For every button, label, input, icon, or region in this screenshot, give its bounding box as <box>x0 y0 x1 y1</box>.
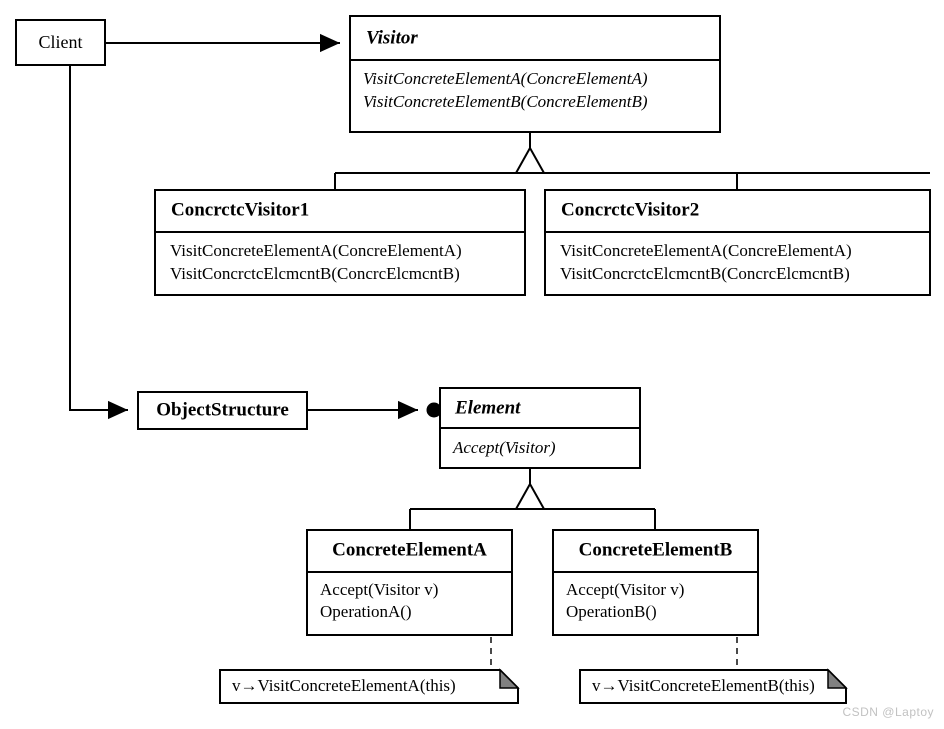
class-box-concrete-visitor-2[interactable]: ConcrctcVisitor2 VisitConcreteElementA(C… <box>544 189 931 296</box>
connector-client-to-objectstructure <box>69 65 128 420</box>
class-name-client: Client <box>39 32 83 52</box>
class-box-visitor[interactable]: Visitor VisitConcreteElementA(ConcreElem… <box>349 15 721 133</box>
class-name-object-structure: ObjectStructure <box>156 399 289 420</box>
class-member: VisitConcrctcElcmcntB(ConcrcElcmcntB) <box>170 264 460 283</box>
class-member: OperationB() <box>566 602 657 621</box>
class-member: VisitConcrctcElcmcntB(ConcrcElcmcntB) <box>560 264 850 283</box>
connector-generalization-element <box>409 468 656 530</box>
class-box-client[interactable]: Client <box>15 19 106 66</box>
inheritance-triangle-visitor <box>514 145 546 174</box>
note-a[interactable]: v→VisitConcreteElementA(this) <box>219 668 520 704</box>
class-member: VisitConcreteElementA(ConcreElementA) <box>560 241 852 260</box>
class-box-visitor-frame <box>349 15 721 133</box>
class-box-concrete-element-a[interactable]: ConcreteElementA Accept(Visitor v) Opera… <box>306 529 513 636</box>
class-name-concrete-visitor-1: ConcrctcVisitor1 <box>171 199 309 220</box>
connector-objectstructure-to-element <box>307 400 442 420</box>
class-name-element: Element <box>454 397 521 418</box>
class-box-object-structure[interactable]: ObjectStructure <box>137 391 308 430</box>
class-box-concrete-visitor-1[interactable]: ConcrctcVisitor1 VisitConcreteElementA(C… <box>154 189 526 296</box>
class-box-concrete-element-b-frame <box>552 529 759 636</box>
class-member: VisitConcreteElementB(ConcreElementB) <box>363 92 648 111</box>
note-b-text: v→VisitConcreteElementB(this) <box>592 676 815 695</box>
class-name-concrete-visitor-2: ConcrctcVisitor2 <box>561 199 699 220</box>
class-box-element[interactable]: Element Accept(Visitor) <box>439 387 641 469</box>
note-b[interactable]: v→VisitConcreteElementB(this) <box>579 668 848 704</box>
watermark-label: CSDN @Laptoy <box>842 705 934 719</box>
note-a-frame <box>219 669 519 704</box>
class-box-object-structure-frame <box>137 391 308 430</box>
class-member: VisitConcreteElementA(ConcreElementA) <box>363 69 648 88</box>
class-box-client-frame <box>15 19 106 66</box>
class-name-concrete-element-b: ConcreteElementB <box>579 539 733 560</box>
class-name-concrete-element-a: ConcreteElementA <box>332 539 487 560</box>
class-member: Accept(Visitor v) <box>320 580 438 599</box>
note-a-fold-icon <box>499 668 520 689</box>
class-box-concrete-element-b[interactable]: ConcreteElementB Accept(Visitor v) Opera… <box>552 529 759 636</box>
note-b-frame <box>579 669 847 704</box>
class-member: Accept(Visitor v) <box>566 580 684 599</box>
note-a-text: v→VisitConcreteElementA(this) <box>232 676 456 695</box>
class-member: VisitConcreteElementA(ConcreElementA) <box>170 241 462 260</box>
note-b-fold-icon <box>827 668 848 689</box>
class-member: OperationA() <box>320 602 412 621</box>
class-box-concrete-element-a-frame <box>306 529 513 636</box>
connector-generalization-visitor <box>334 132 930 190</box>
class-member: Accept(Visitor) <box>452 438 556 457</box>
class-box-concrete-visitor-1-frame <box>154 189 526 296</box>
class-name-visitor: Visitor <box>366 27 418 48</box>
inheritance-triangle-element <box>514 481 546 510</box>
navigability-dot-element <box>426 402 442 418</box>
class-box-concrete-visitor-2-frame <box>544 189 931 296</box>
